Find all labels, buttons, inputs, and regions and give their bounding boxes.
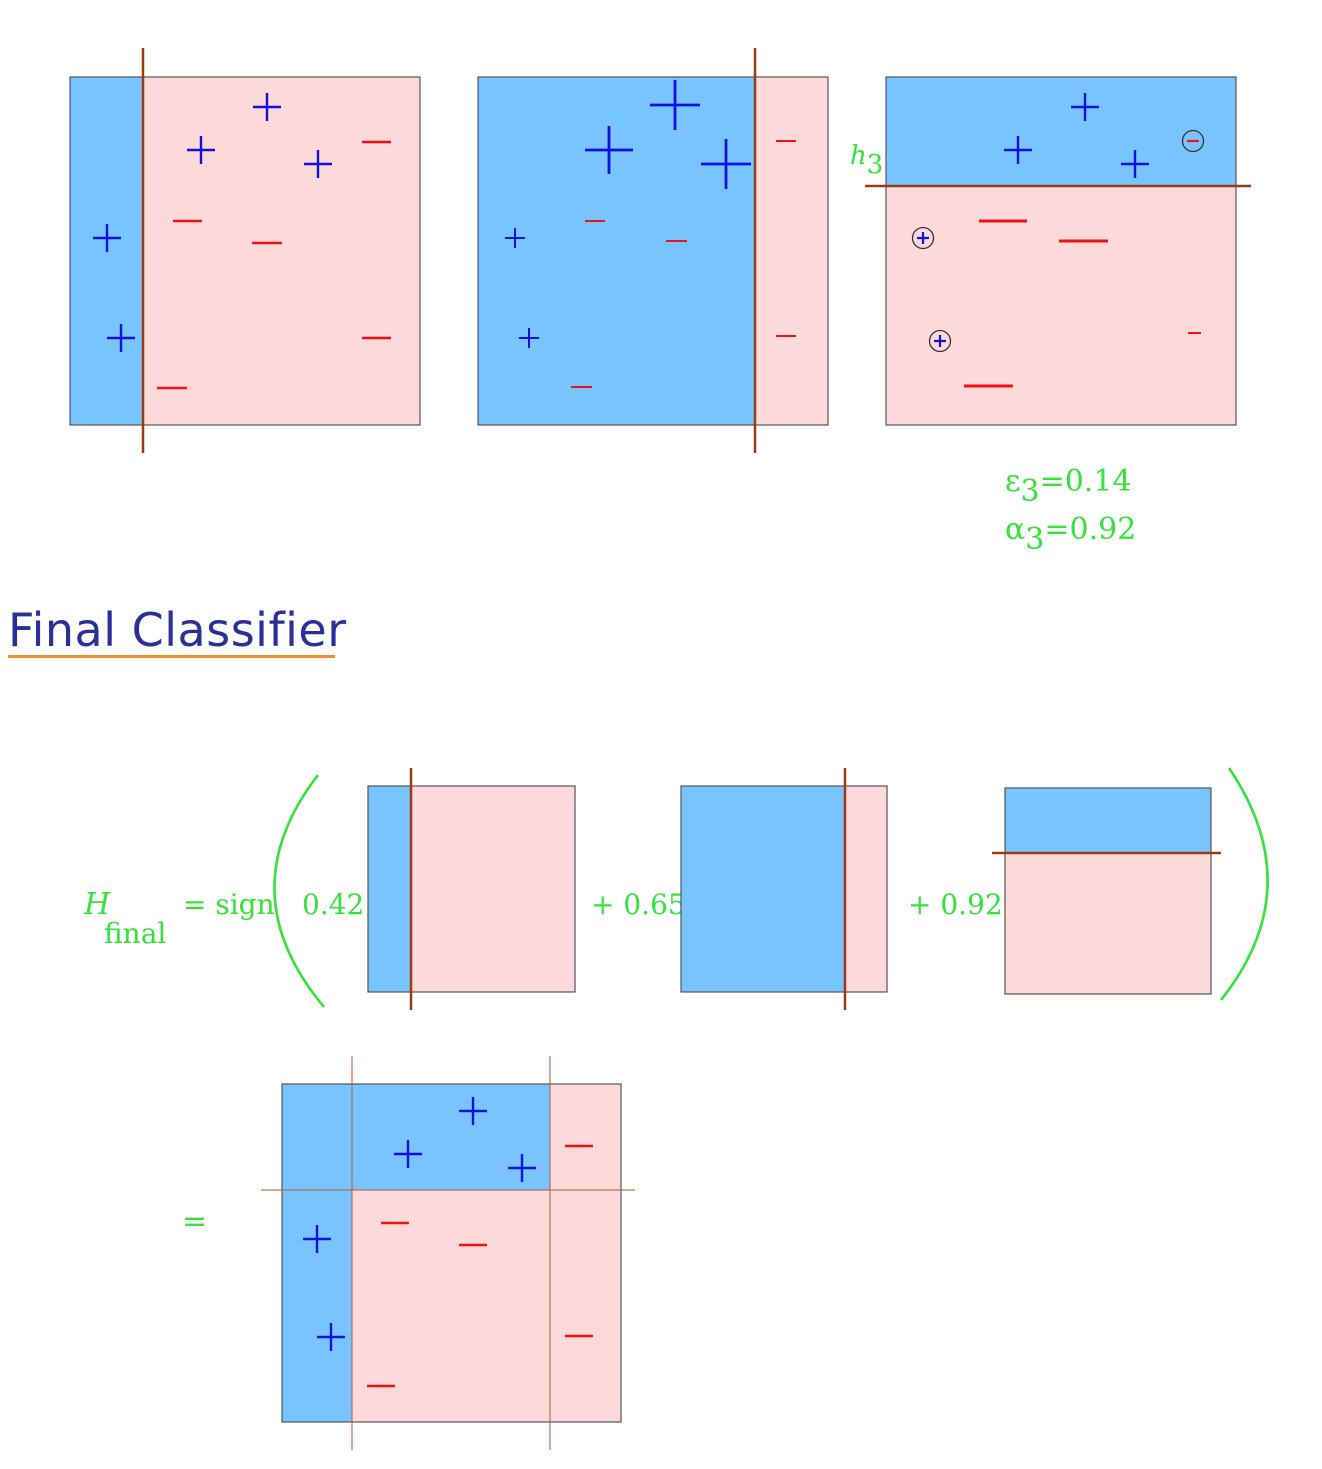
section-title: Final Classifier <box>8 603 347 657</box>
formula-sign: = sign <box>183 888 275 921</box>
positive-mark <box>650 80 700 130</box>
positive-mark <box>519 328 539 348</box>
positive-mark <box>93 224 121 252</box>
round1-panel <box>69 48 421 453</box>
right-paren <box>1219 767 1269 1001</box>
round2-panel <box>477 48 829 453</box>
positive-mark <box>585 126 633 174</box>
positive-points <box>505 80 751 348</box>
final-classifier-formula: H final = sign 0.42 + 0.65 + 0.92 <box>83 767 1269 1010</box>
negative-region <box>411 786 575 992</box>
hypothesis-label: h3 <box>850 141 883 180</box>
misclassified-negative <box>1181 129 1205 153</box>
term3-weight: + 0.92 <box>908 888 1003 921</box>
left-paren <box>273 774 325 1008</box>
combined-classifier: = <box>182 1056 635 1450</box>
negative-points <box>571 140 796 388</box>
positive-points <box>303 1097 536 1351</box>
panel-frame <box>367 785 576 993</box>
positive-points <box>1004 93 1149 178</box>
negative-region <box>845 786 887 992</box>
negative-points <box>964 219 1201 388</box>
positive-mark <box>1004 136 1032 164</box>
mini-panel-h2 <box>680 768 888 1010</box>
misclassified-positive <box>928 329 952 353</box>
term2-weight: + 0.65 <box>591 888 686 921</box>
positive-mark <box>934 335 946 347</box>
misclassified-ring <box>911 226 935 250</box>
panel-frame <box>885 76 1237 426</box>
positive-mark <box>1121 150 1149 178</box>
mini-panel-h1 <box>367 768 576 1010</box>
panel-frame <box>281 1083 622 1423</box>
positive-mark <box>304 150 332 178</box>
negative-region <box>143 77 420 425</box>
epsilon-readout: ε3=0.14 <box>1005 464 1132 509</box>
misclassified-ring <box>1181 129 1205 153</box>
round3-panel: h3 ε3=0.14 α3=0.92 <box>850 76 1251 557</box>
alpha-readout: α3=0.92 <box>1005 512 1136 557</box>
hypothesis-index: 3 <box>867 150 884 180</box>
positive-mark <box>303 1225 331 1253</box>
positive-region <box>681 786 845 992</box>
positive-region <box>282 1190 352 1422</box>
positive-region <box>282 1084 550 1190</box>
panel-frame <box>1004 787 1212 995</box>
positive-mark <box>107 324 135 352</box>
section-title-underline <box>8 655 335 658</box>
panel-frame <box>680 785 888 993</box>
positive-mark <box>394 1140 422 1168</box>
result-equals: = <box>182 1204 207 1239</box>
negative-points <box>157 140 391 390</box>
term1-weight: 0.42 <box>302 888 364 921</box>
positive-mark <box>253 93 281 121</box>
mini-panel-h3 <box>992 787 1221 995</box>
negative-region <box>1005 853 1211 994</box>
formula-lhs: H <box>83 887 111 922</box>
positive-mark <box>701 139 751 189</box>
panel-frame <box>477 76 829 426</box>
formula-lhs-subscript: final <box>104 917 166 950</box>
positive-mark <box>1071 93 1099 121</box>
positive-points <box>93 93 332 352</box>
negative-region <box>886 186 1236 425</box>
positive-mark <box>505 228 525 248</box>
positive-mark <box>187 136 215 164</box>
negative-region <box>352 1190 621 1422</box>
positive-mark <box>508 1154 536 1182</box>
positive-region <box>368 786 411 992</box>
negative-points <box>367 1144 593 1388</box>
misclassified-ring <box>928 329 952 353</box>
positive-region <box>478 77 755 425</box>
positive-region <box>1005 788 1211 853</box>
positive-mark <box>917 232 929 244</box>
negative-region <box>550 1084 621 1190</box>
negative-region <box>755 77 828 425</box>
panel-frame <box>69 76 421 426</box>
positive-mark <box>317 1323 345 1351</box>
positive-region <box>886 77 1236 186</box>
positive-mark <box>459 1097 487 1125</box>
misclassified-positive <box>911 226 935 250</box>
